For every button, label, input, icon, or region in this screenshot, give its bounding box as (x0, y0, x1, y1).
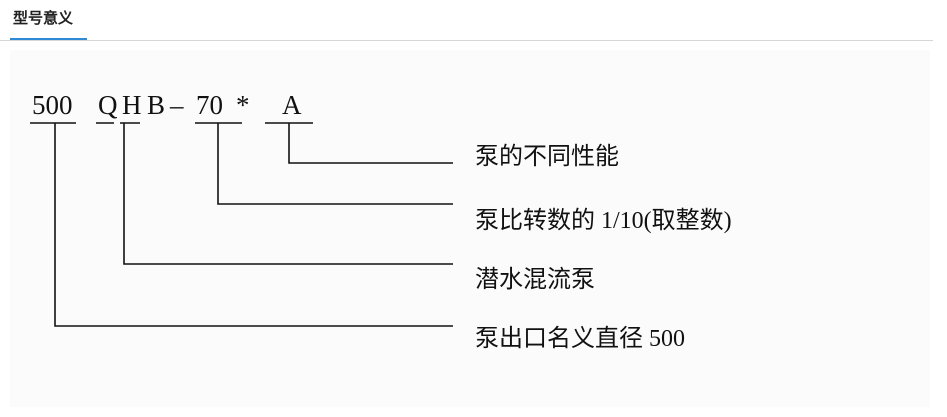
tab-bar: 型号意义 (0, 0, 933, 41)
leader-line-performance (288, 123, 453, 164)
code-part-dash: – (169, 90, 184, 120)
code-part-b: B (147, 90, 165, 120)
label-pump-performance: 泵的不同性能 (475, 143, 619, 170)
label-pump-type: 潜水混流泵 (475, 266, 595, 293)
leader-line-diameter (54, 123, 453, 327)
code-part-star: * (236, 90, 250, 120)
leader-line-speed (217, 123, 453, 205)
active-tab-indicator (10, 38, 87, 40)
code-part-speed: 70 (196, 90, 223, 120)
code-part-diameter: 500 (32, 90, 73, 120)
leader-line-pump-type (123, 123, 453, 265)
code-part-a: A (282, 90, 302, 120)
leader-lines (54, 123, 453, 327)
code-part-h: H (122, 90, 142, 120)
model-meaning-diagram: 500 Q H B – 70 * A 泵的不同性能 泵比转数的 1/10(取整数… (30, 90, 732, 352)
label-specific-speed: 泵比转数的 1/10(取整数) (475, 207, 732, 234)
tab-title[interactable]: 型号意义 (13, 9, 74, 27)
model-meaning-figure: 500 Q H B – 70 * A 泵的不同性能 泵比转数的 1/10(取整数… (10, 50, 930, 407)
code-part-q: Q (98, 90, 118, 120)
label-outlet-diameter: 泵出口名义直径 500 (475, 325, 685, 352)
